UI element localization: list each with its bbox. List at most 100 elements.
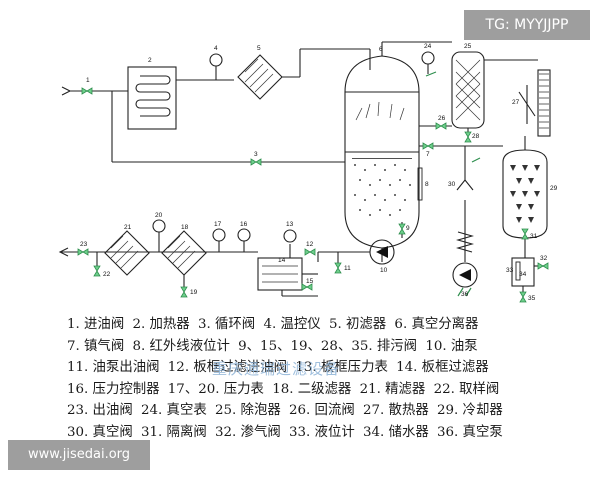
label-3: 3 (254, 151, 258, 158)
radiator (537, 69, 551, 137)
legend-item: 32. 渗气阀 (215, 424, 281, 440)
legend-item: 6. 真空分离器 (394, 317, 479, 332)
label-17: 17 (214, 221, 222, 228)
legend-item: 1. 进油阀 (67, 317, 125, 332)
label-15: 15 (306, 278, 314, 285)
secondary-filter (161, 230, 207, 276)
legend-item: 3. 循环阀 (197, 317, 256, 332)
pump-outlet-valve (334, 262, 342, 274)
label-12: 12 (306, 241, 314, 248)
inlet-valve (81, 87, 93, 95)
label-19: 19 (190, 289, 198, 296)
legend-item: 29. 冷却器 (437, 403, 503, 418)
label-28: 28 (472, 133, 480, 140)
legend-item: 25. 除泡器 (215, 403, 281, 418)
drain-valve-35 (519, 291, 527, 303)
vacuum-separator (344, 55, 420, 249)
drain-valve-28 (464, 131, 472, 143)
legend-row: 16. 压力控制器 17、20. 压力表 18. 二级滤器 21. 精滤器 22… (67, 379, 547, 401)
label-31: 31 (530, 233, 538, 240)
label-30: 30 (448, 181, 456, 188)
legend-item: 31. 隔离阀 (141, 424, 207, 440)
label-2: 2 (148, 57, 152, 64)
label-32: 32 (540, 255, 548, 262)
label-22: 22 (103, 271, 111, 278)
legend-item: 2. 加热器 (132, 317, 190, 332)
label-8: 8 (425, 181, 429, 188)
legend-item: 36. 真空泵 (437, 424, 503, 440)
label-11: 11 (344, 265, 351, 272)
legend-item: 17、20. 压力表 (167, 381, 264, 397)
legend-item: 7. 镇气阀 (67, 338, 125, 354)
label-33: 33 (506, 267, 514, 274)
label-29: 29 (550, 185, 558, 192)
vacuum-hose (455, 231, 475, 253)
gas-ballast-valve (422, 142, 434, 150)
label-9: 9 (406, 225, 410, 232)
vacuum-gauge (421, 51, 435, 65)
legend-item: 5. 初滤器 (328, 317, 387, 332)
watermark-bottom: www.jisedai.org (8, 440, 150, 470)
legend-item: 8. 红外线液位计 (132, 338, 230, 354)
legend-item: 10. 油泵 (425, 338, 478, 354)
legend-item: 26. 回流阀 (289, 403, 355, 418)
label-13: 13 (286, 221, 294, 228)
oil-pump-impeller (376, 246, 388, 258)
legend-row: 23. 出油阀 24. 真空表 25. 除泡器 26. 回流阀 27. 散热器 … (67, 400, 547, 422)
isolation-valve (521, 228, 529, 240)
legend-item: 22. 取样阀 (433, 381, 500, 397)
outlet-arrow (58, 247, 69, 257)
label-26: 26 (438, 115, 446, 122)
fan-blades (518, 91, 536, 117)
label-14: 14 (278, 257, 286, 264)
circulation-valve (250, 158, 262, 166)
label-6: 6 (379, 46, 383, 53)
legend-item: 16. 压力控制器 (67, 381, 160, 397)
legend-item: 27. 散热器 (363, 403, 429, 418)
label-34: 34 (519, 271, 527, 278)
legend-item: 21. 精滤器 (359, 381, 426, 397)
label-24: 24 (424, 43, 432, 50)
label-20: 20 (155, 212, 163, 219)
inlet-arrow (61, 86, 72, 96)
pressure-controller (237, 228, 251, 242)
return-valve (435, 122, 447, 130)
infrared-level-gauge (417, 167, 423, 201)
air-bleed-valve (537, 262, 549, 270)
vacuum-pump-impeller (459, 269, 471, 281)
legend-row: 1. 进油阀 2. 加热器 3. 循环阀 4. 温控仪 5. 初滤器 6. 真空… (67, 314, 547, 336)
primary-filter (237, 54, 283, 100)
legend-item: 30. 真空阀 (67, 424, 133, 440)
legend-item: 18. 二级滤器 (272, 381, 352, 397)
pressure-gauge-20 (152, 219, 166, 233)
label-23: 23 (80, 241, 88, 248)
temperature-controller (209, 53, 223, 67)
level-gauge (515, 261, 521, 281)
legend-item: 23. 出油阀 (67, 403, 133, 418)
label-35: 35 (528, 295, 536, 302)
label-4: 4 (214, 45, 218, 52)
drain-valve-9 (398, 223, 406, 235)
legend: 1. 进油阀 2. 加热器 3. 循环阀 4. 温控仪 5. 初滤器 6. 真空… (67, 314, 547, 443)
label-25: 25 (464, 43, 472, 50)
label-36: 36 (461, 291, 469, 298)
legend-item: 13. 板框压力表 (295, 360, 388, 375)
plate-filter-inlet-valve (304, 248, 316, 256)
legend-row: 30. 真空阀 31. 隔离阀 32. 渗气阀 33. 液位计 34. 储水器 … (67, 422, 547, 444)
vacuum-valve-symbol (456, 179, 474, 191)
legend-item: 9、15、19、28、35. 排污阀 (238, 338, 418, 354)
heater (127, 66, 177, 130)
label-5: 5 (257, 45, 261, 52)
defoamer (451, 51, 485, 129)
legend-item: 12. 板框过滤进油阀 (167, 360, 288, 375)
plate-pressure-gauge (283, 229, 297, 243)
label-18: 18 (181, 224, 189, 231)
label-16: 16 (240, 221, 248, 228)
legend-row: 11. 油泵出油阀 12. 板框过滤进油阀 13. 板框压力表 14. 板框过滤… (67, 357, 547, 379)
drain-valve-15 (301, 283, 313, 291)
watermark-top: TG: MYYJJPP (464, 10, 590, 40)
legend-item: 4. 温控仪 (263, 317, 321, 332)
legend-item: 14. 板框过滤器 (396, 360, 489, 375)
label-10: 10 (380, 267, 388, 274)
